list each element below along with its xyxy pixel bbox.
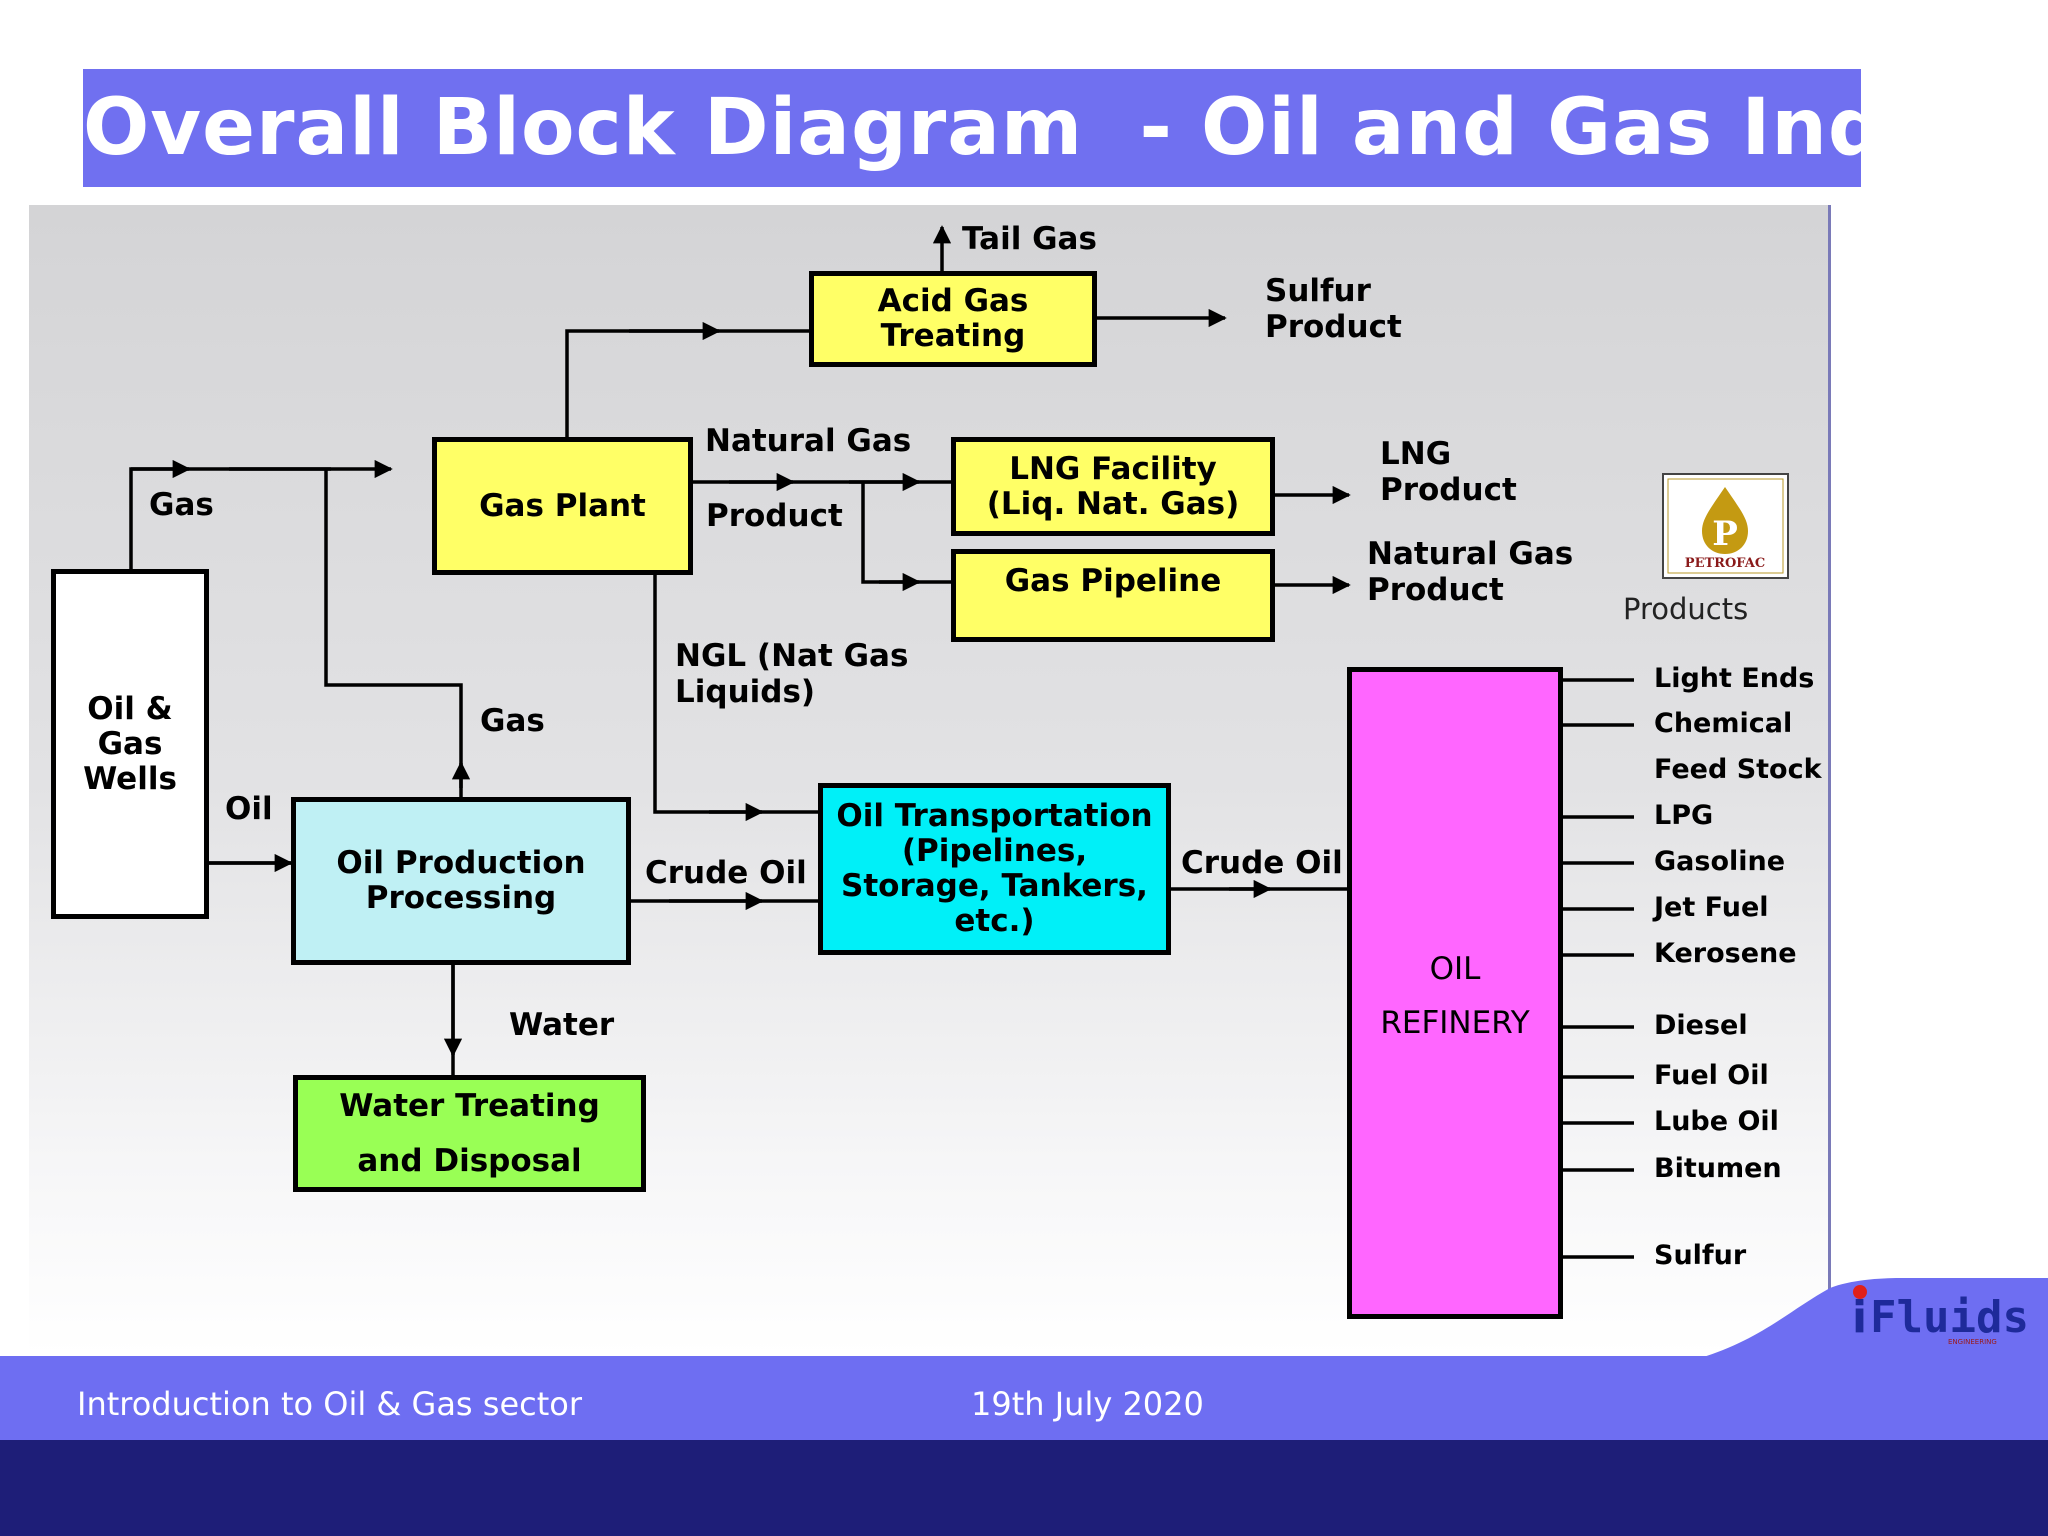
refinery-product-label: Light Ends bbox=[1654, 663, 1815, 694]
label-sulfur-product: Sulfur Product bbox=[1265, 273, 1402, 345]
svg-text:i: i bbox=[1852, 1292, 1867, 1343]
refinery-product-label: LPG bbox=[1654, 800, 1714, 831]
refinery-product-label: Lube Oil bbox=[1654, 1106, 1779, 1137]
connector-layer bbox=[129, 225, 1634, 1259]
refinery-product-label: Fuel Oil bbox=[1654, 1060, 1769, 1091]
refinery-product-label: Gasoline bbox=[1654, 846, 1786, 877]
title-bar: Overall Block Diagram - Oil and Gas Indu… bbox=[83, 69, 2048, 187]
label-product: Product bbox=[706, 498, 843, 534]
refinery-product-label: Sulfur bbox=[1654, 1240, 1747, 1271]
refinery-product-lines bbox=[1563, 678, 1634, 1259]
water-treating-block: Water Treating and Disposal bbox=[293, 1075, 646, 1192]
footer-swoosh bbox=[1700, 1278, 2048, 1360]
oil-transportation-block: Oil Transportation (Pipelines, Storage, … bbox=[818, 783, 1171, 955]
ifluids-logo: i Fluids ENGINEERING bbox=[1852, 1285, 2026, 1346]
label-natural-gas-product: Natural Gas Product bbox=[1367, 536, 1574, 608]
diagram-panel: Oil & Gas Wells Gas Plant Acid Gas Treat… bbox=[29, 205, 1831, 1355]
label-water: Water bbox=[509, 1007, 615, 1043]
svg-text:Fluids: Fluids bbox=[1870, 1292, 2026, 1343]
label-oil: Oil bbox=[225, 791, 273, 827]
label-gas-top: Gas bbox=[149, 487, 214, 523]
connector-pipeline bbox=[861, 482, 955, 584]
oil-refinery-block: OIL REFINERY bbox=[1347, 667, 1563, 1319]
acid-gas-treating-block: Acid Gas Treating bbox=[809, 271, 1097, 367]
refinery-product-label: Diesel bbox=[1654, 1010, 1748, 1041]
label-products-heading: Products bbox=[1623, 592, 1749, 626]
page-title: Overall Block Diagram - Oil and Gas Indu… bbox=[83, 83, 2048, 173]
footer-date: 19th July 2020 bbox=[971, 1385, 1204, 1423]
label-gas-mid: Gas bbox=[480, 703, 545, 739]
connector-oilprod-gas bbox=[324, 469, 463, 788]
gas-plant-block: Gas Plant bbox=[432, 437, 693, 575]
svg-text:P: P bbox=[1712, 514, 1738, 554]
label-natural-gas: Natural Gas bbox=[705, 423, 912, 459]
footer-dark-band bbox=[0, 1440, 2048, 1536]
gas-pipeline-block: Gas Pipeline bbox=[951, 549, 1275, 642]
lng-facility-block: LNG Facility (Liq. Nat. Gas) bbox=[951, 437, 1275, 536]
refinery-product-label: Chemical bbox=[1654, 708, 1793, 739]
label-lng-product: LNG Product bbox=[1380, 436, 1517, 508]
label-ngl: NGL (Nat Gas Liquids) bbox=[675, 638, 909, 710]
refinery-product-label: Feed Stock bbox=[1654, 754, 1822, 785]
oil-production-processing-block: Oil Production Processing bbox=[291, 797, 631, 965]
svg-text:ENGINEERING: ENGINEERING bbox=[1948, 1338, 1997, 1346]
svg-text:PETROFAC: PETROFAC bbox=[1685, 556, 1765, 571]
label-crude-oil-2: Crude Oil bbox=[1181, 845, 1343, 881]
footer-course-title: Introduction to Oil & Gas sector bbox=[77, 1385, 582, 1423]
refinery-product-label: Bitumen bbox=[1654, 1153, 1782, 1184]
oil-gas-wells-block: Oil & Gas Wells bbox=[51, 569, 209, 919]
connector-gasplant-acid bbox=[565, 329, 809, 437]
footer-bar: Introduction to Oil & Gas sector 19th Ju… bbox=[0, 1356, 2048, 1440]
refinery-product-label: Jet Fuel bbox=[1654, 892, 1769, 923]
petrofac-logo-mark: P PETROFAC bbox=[1667, 478, 1784, 574]
connector-ngl bbox=[653, 571, 819, 814]
label-tail-gas: Tail Gas bbox=[962, 221, 1097, 257]
petrofac-logo: P PETROFAC bbox=[1662, 473, 1789, 579]
label-crude-oil-1: Crude Oil bbox=[645, 855, 807, 891]
refinery-product-label: Kerosene bbox=[1654, 938, 1797, 969]
